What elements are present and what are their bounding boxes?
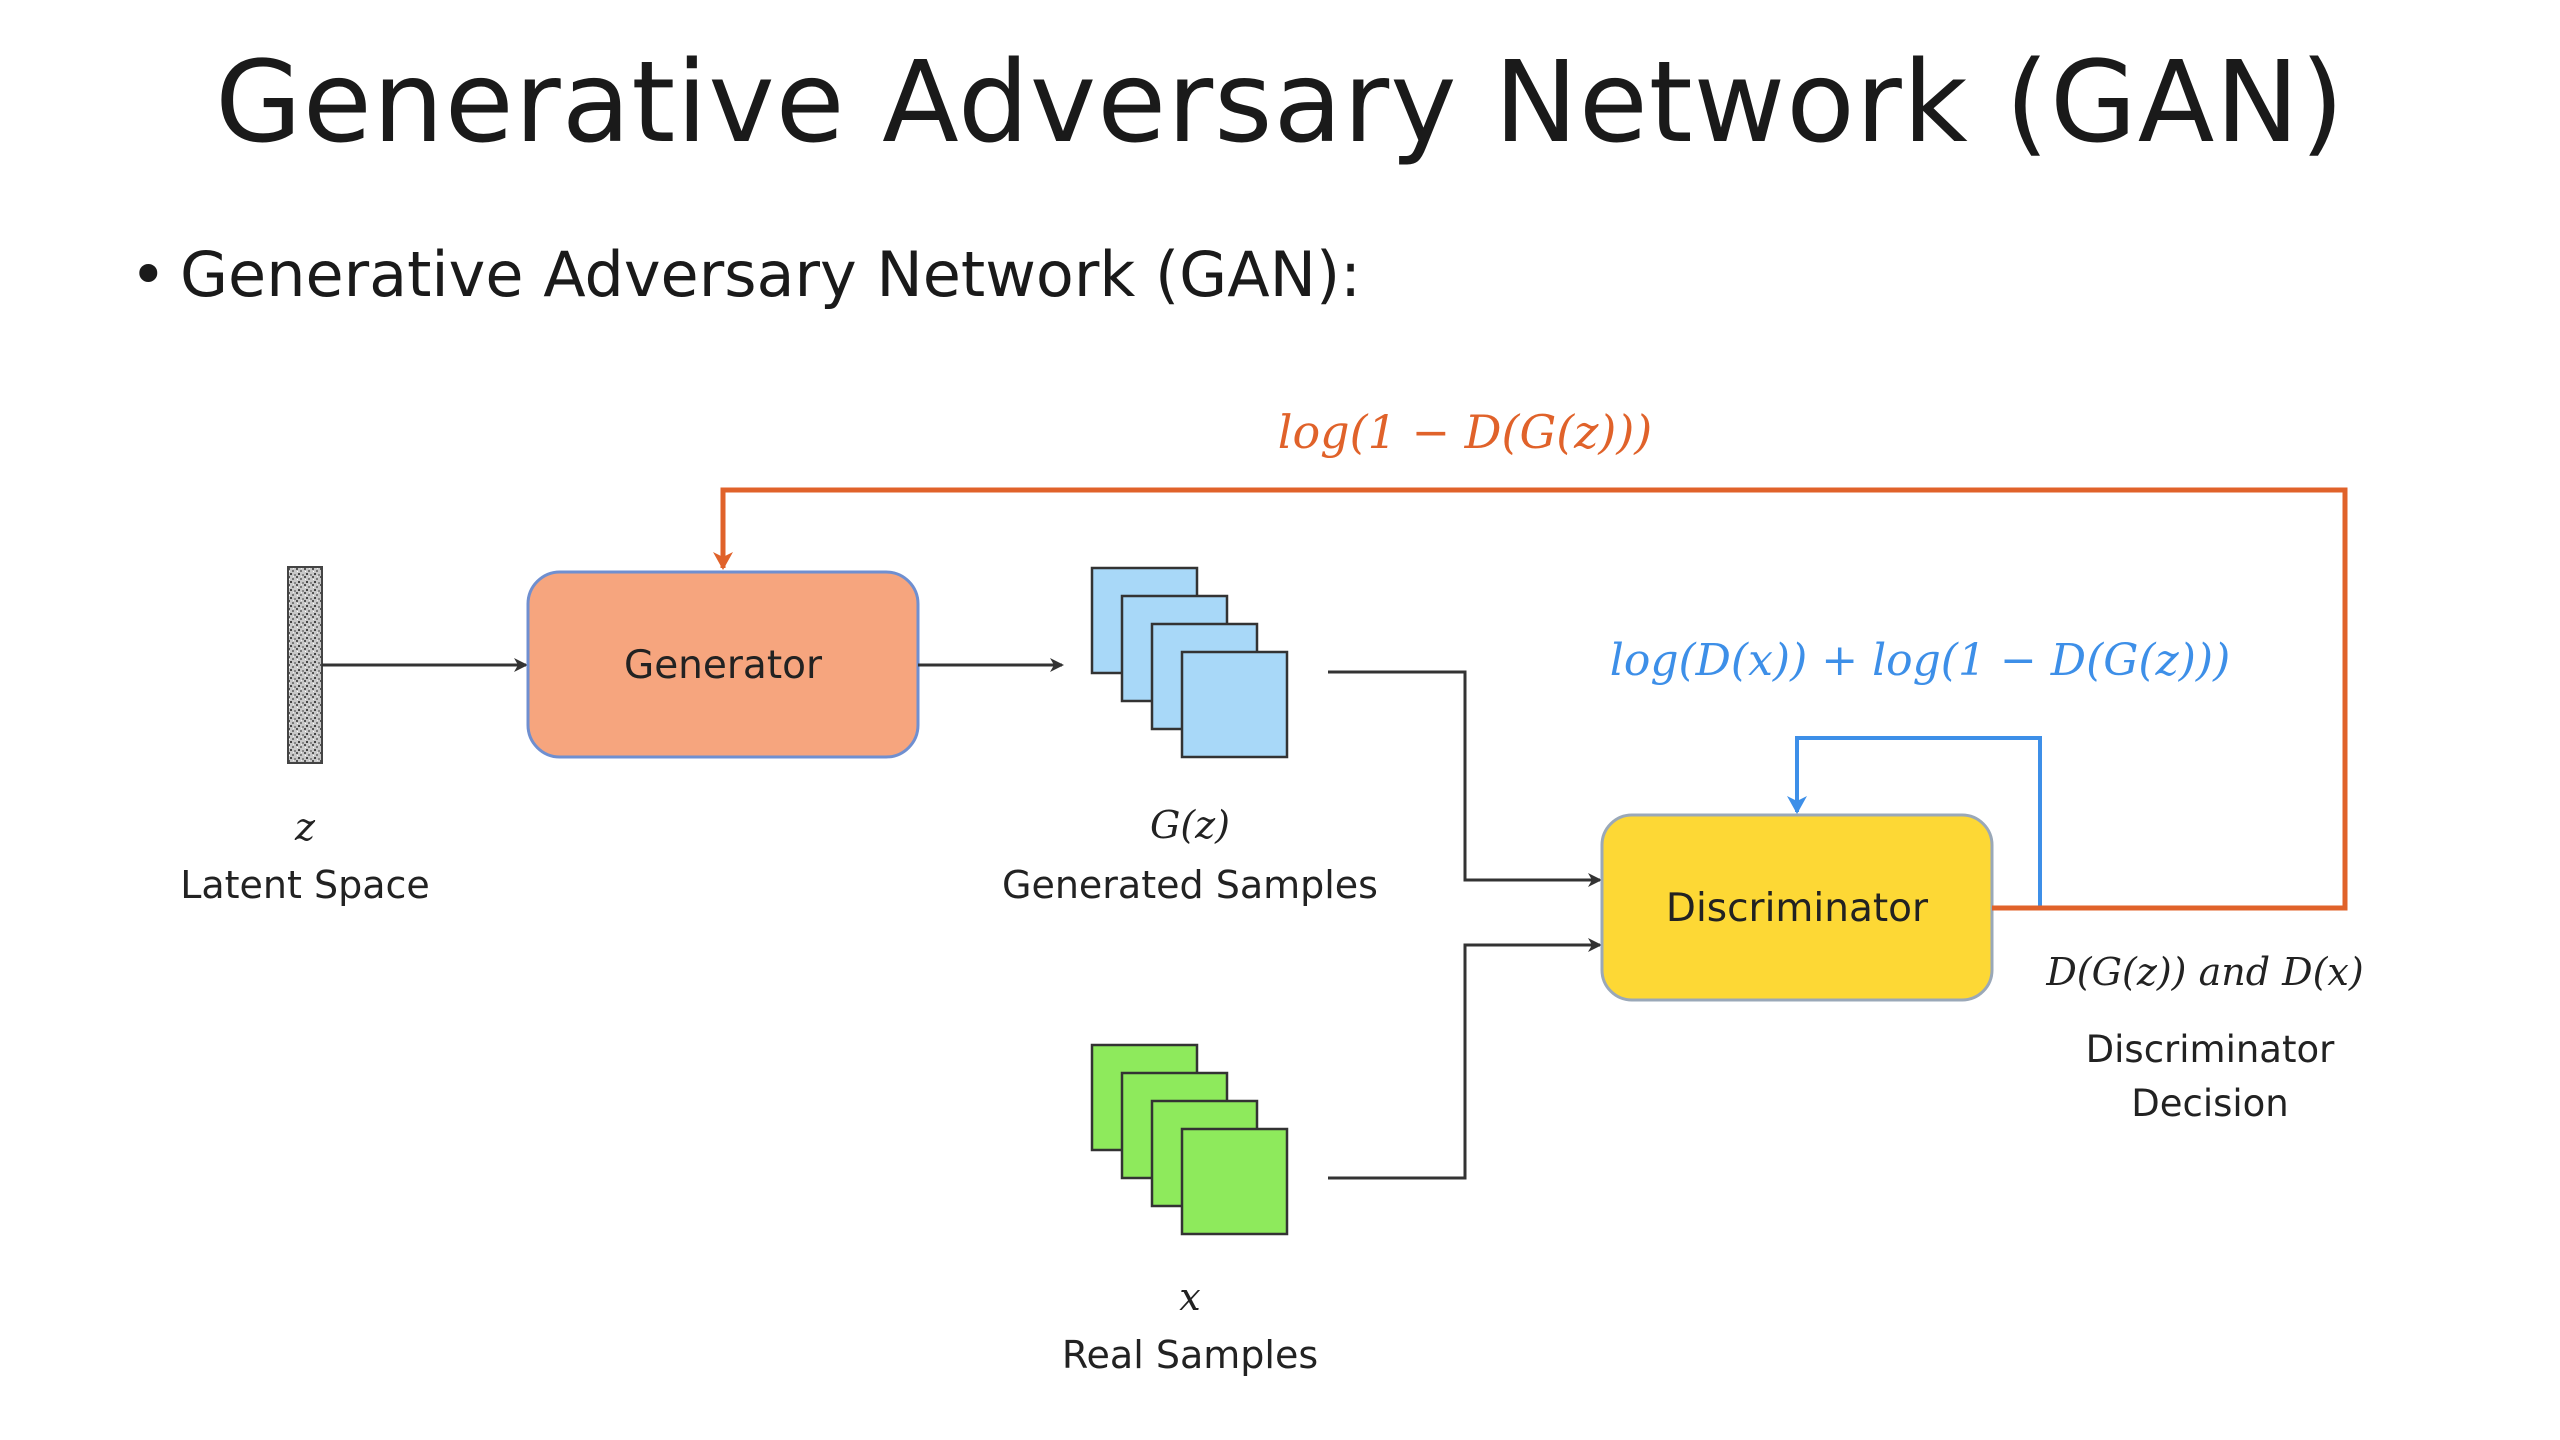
generated-samples-stack — [1090, 566, 1289, 759]
discriminator-loss: log(D(x)) + log(1 − D(G(z))) — [1610, 635, 2231, 686]
bullet-text: Generative Adversary Network (GAN): — [180, 238, 1362, 311]
generator-loss: log(1 − D(G(z))) — [1278, 405, 1652, 459]
real-samples-stack — [1090, 1043, 1289, 1236]
discriminator-label: Discriminator — [1666, 886, 1929, 931]
bullet-item: •Generative Adversary Network (GAN): — [130, 238, 1361, 311]
decision-formula: D(G(z)) and D(x) — [2045, 950, 2363, 994]
slide-title: Generative Adversary Network (GAN) — [215, 38, 2345, 168]
generator-feedback-arrow — [713, 487, 2348, 911]
discriminator-feedback-arrow — [1787, 736, 2042, 908]
generated-symbol: G(z) — [1150, 803, 1230, 847]
generator-label: Generator — [624, 643, 823, 688]
real-label: Real Samples — [1062, 1333, 1318, 1377]
real-sample-square — [1180, 1127, 1289, 1236]
latent-label: Latent Space — [180, 863, 430, 907]
generated-label: Generated Samples — [1002, 863, 1378, 907]
decision-label-line2: Decision — [2131, 1082, 2289, 1125]
real-symbol: x — [1179, 1275, 1200, 1319]
decision-label-line1: Discriminator — [2086, 1028, 2335, 1071]
latent-space-bar — [287, 566, 323, 764]
bullet-dot: • — [130, 238, 167, 311]
arrow-real-to-discriminator — [1328, 938, 1602, 1180]
generated-sample-square — [1180, 650, 1289, 759]
arrow-generated-to-discriminator — [1328, 670, 1602, 887]
latent-symbol: z — [294, 805, 316, 849]
